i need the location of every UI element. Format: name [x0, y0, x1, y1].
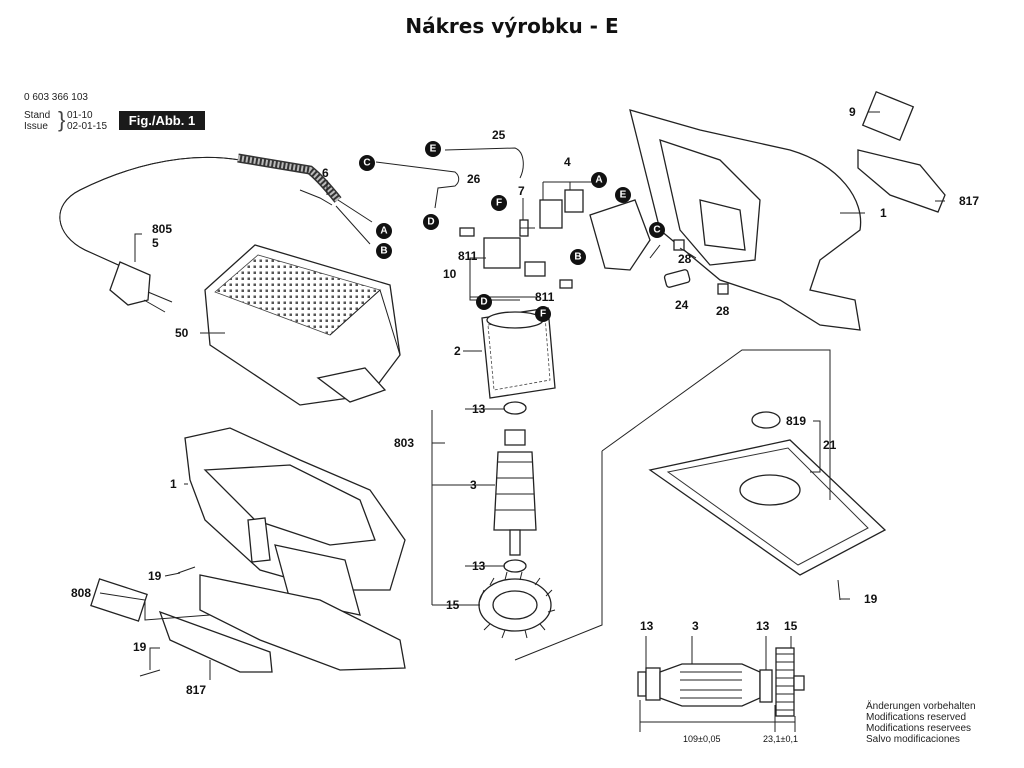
sanding-plate [648, 411, 887, 576]
bushing-28 [673, 239, 685, 251]
connector-c-icon: C [359, 155, 375, 171]
dust-box [204, 244, 401, 406]
power-cord [59, 153, 373, 269]
part-label: 15 [446, 598, 460, 612]
part-label: 6 [322, 166, 329, 180]
part-labels: 6 805 5 50 25 26 4 7 811 10 811 2 13 803… [71, 105, 979, 697]
connector-b-icon: B [570, 249, 586, 265]
svg-text:F: F [496, 198, 502, 209]
dimension-length: 109±0,05 [683, 734, 720, 744]
seal-24 [663, 269, 691, 288]
modifications-note: Änderungen vorbehalten Modifications res… [866, 701, 976, 745]
connector-bubbles: A B E C F D A E C B D F [359, 141, 665, 322]
connector-f-icon: F [535, 306, 551, 322]
cover-plate-817 [857, 149, 946, 213]
part-label: 19 [864, 592, 878, 606]
connector-a-icon: A [376, 223, 392, 239]
connector-e-icon: E [425, 141, 441, 157]
svg-text:A: A [595, 175, 602, 186]
svg-text:E: E [620, 190, 627, 201]
housing-top [629, 109, 862, 331]
stand-value: 01-10 [67, 110, 93, 121]
dimension-offset: 23,1±0,1 [763, 734, 798, 744]
svg-text:E: E [430, 144, 437, 155]
part-label: 24 [675, 298, 689, 312]
sander-assembled [184, 427, 406, 671]
plug-icon [109, 261, 173, 313]
part-label: 4 [564, 155, 571, 169]
label-plate-9 [861, 90, 915, 142]
leader-lines [99, 111, 945, 680]
part-label: 21 [823, 438, 837, 452]
part-label: 2 [454, 344, 461, 358]
part-label: 819 [786, 414, 806, 428]
field-coil [481, 307, 556, 399]
part-label: 5 [152, 236, 159, 250]
issue-value: 02-01-15 [67, 121, 108, 132]
note-line: Änderungen vorbehalten [866, 701, 976, 712]
part-label: 13 [756, 619, 770, 633]
part-label: 10 [443, 267, 457, 281]
connector-e-icon: E [615, 187, 631, 203]
part-label: 19 [148, 569, 162, 583]
part-label: 13 [640, 619, 654, 633]
screw-19 [139, 669, 161, 677]
label-plate-808 [90, 578, 148, 622]
brace-icon: } [58, 107, 66, 132]
connector-c-icon: C [649, 222, 665, 238]
part-label: 803 [394, 436, 414, 450]
part-label: 1 [880, 206, 887, 220]
bushing-28 [717, 283, 729, 295]
svg-text:F: F [540, 309, 546, 320]
svg-text:C: C [363, 158, 370, 169]
connector-b-icon: B [376, 243, 392, 259]
part-label: 808 [71, 586, 91, 600]
svg-text:B: B [574, 252, 581, 263]
svg-text:D: D [480, 297, 487, 308]
figure-label: Fig./Abb. 1 [119, 111, 205, 130]
connector-f-icon: F [491, 195, 507, 211]
screw-19 [837, 579, 841, 601]
part-label: 817 [959, 194, 979, 208]
armature-stack [478, 401, 556, 639]
part-label: 9 [849, 105, 856, 119]
svg-text:C: C [653, 225, 660, 236]
part-label: 28 [678, 252, 692, 266]
note-line: Modifications reserved [866, 712, 967, 723]
part-label: 19 [133, 640, 147, 654]
part-label: 50 [175, 326, 189, 340]
part-label: 817 [186, 683, 206, 697]
part-label: 805 [152, 222, 172, 236]
part-label: 7 [518, 184, 525, 198]
part-number: 0 603 366 103 [24, 92, 88, 103]
connector-a-icon: A [591, 172, 607, 188]
part-label: 811 [535, 290, 555, 304]
part-label: 26 [467, 172, 481, 186]
part-label: 15 [784, 619, 798, 633]
switch-assembly [459, 189, 651, 289]
part-label: 3 [692, 619, 699, 633]
part-label: 28 [716, 304, 730, 318]
part-label: 13 [472, 402, 486, 416]
note-line: Salvo modificaciones [866, 734, 960, 745]
part-label: 25 [492, 128, 506, 142]
part-label: 811 [458, 249, 478, 263]
connector-d-icon: D [476, 294, 492, 310]
note-line: Modifications reservees [866, 723, 972, 734]
cover-plate-817 [158, 610, 273, 673]
part-label: 1 [170, 477, 177, 491]
stand-label: Stand [24, 110, 51, 121]
part-label: 3 [470, 478, 477, 492]
page-title: Nákres výrobku - E [405, 14, 619, 38]
armature-dimension-drawing: 109±0,05 23,1±0,1 [637, 636, 805, 744]
connector-d-icon: D [423, 214, 439, 230]
svg-text:B: B [380, 246, 387, 257]
part-label: 13 [472, 559, 486, 573]
svg-text:A: A [380, 226, 387, 237]
screw-19 [177, 566, 196, 574]
svg-text:D: D [427, 217, 434, 228]
issue-label: Issue [24, 121, 48, 132]
